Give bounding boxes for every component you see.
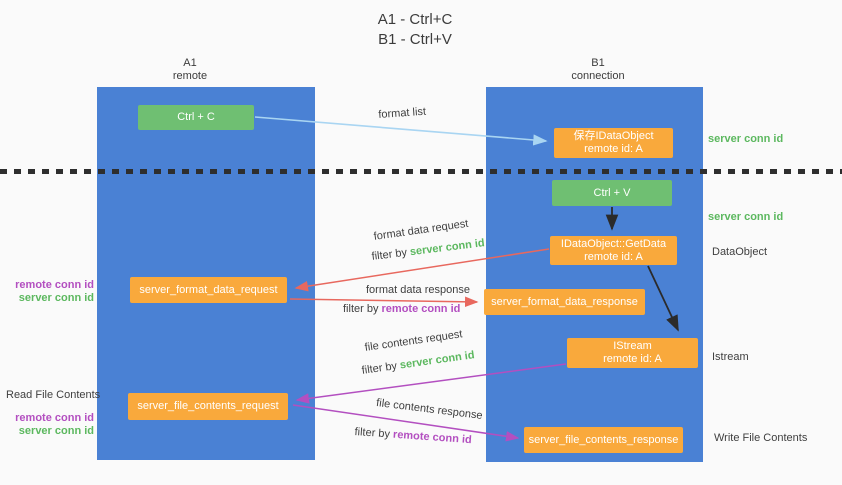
file-request-label: server_file_contents_request bbox=[137, 400, 279, 412]
file-filter-response-prefix: filter by bbox=[354, 426, 394, 441]
istream-node: IStream remote id: A bbox=[567, 338, 698, 368]
getdata-line1: IDataObject::GetData bbox=[560, 237, 667, 250]
format-filter-request-label: filter by server conn id bbox=[371, 237, 485, 263]
idataobject-getdata-node: IDataObject::GetData remote id: A bbox=[550, 236, 677, 265]
a1-name: A1 bbox=[183, 57, 197, 69]
format-filter-request-highlight: server conn id bbox=[409, 237, 486, 259]
file-contents-response-label: file contents response bbox=[375, 397, 484, 422]
dataobject-label: DataObject bbox=[712, 246, 768, 258]
a1-subtitle: remote bbox=[172, 70, 208, 82]
format-list-label: format list bbox=[378, 105, 427, 121]
file-filter-response-label: filter by remote conn id bbox=[354, 426, 472, 446]
ctrl-c-label: Ctrl + C bbox=[177, 111, 215, 123]
left-remote-conn-id-2: remote conn id bbox=[15, 412, 94, 424]
ctrl-c-node: Ctrl + C bbox=[138, 105, 254, 130]
b1-column-header: B1 connection bbox=[538, 57, 658, 83]
title-line-ctrl-c: A1 - Ctrl+C bbox=[377, 11, 453, 28]
istream-side-label: Istream bbox=[712, 351, 749, 363]
ctrl-v-node: Ctrl + V bbox=[552, 180, 672, 206]
format-request-label: server_format_data_request bbox=[139, 283, 278, 296]
format-response-label: server_format_data_response bbox=[491, 295, 638, 308]
format-filter-response-label: filter by remote conn id bbox=[343, 303, 460, 315]
server-format-data-response-node: server_format_data_response bbox=[484, 289, 645, 315]
istream-line2: remote id: A bbox=[603, 353, 662, 365]
server-file-contents-request-node: server_file_contents_request bbox=[128, 393, 288, 420]
istream-line1: IStream bbox=[613, 340, 652, 352]
format-filter-response-highlight: remote conn id bbox=[381, 303, 461, 315]
format-data-response-arrow bbox=[289, 296, 479, 308]
left-conn-id-stack-2: remote conn id server conn id bbox=[0, 412, 94, 438]
server-file-contents-response-node: server_file_contents_response bbox=[524, 427, 683, 453]
getdata-line2: remote id: A bbox=[584, 250, 643, 263]
a1-column-header: A1 remote bbox=[130, 57, 250, 83]
b1-name: B1 bbox=[591, 57, 605, 69]
save-idataobject-line2: remote id: A bbox=[584, 143, 643, 155]
read-file-contents-label: Read File Contents bbox=[6, 389, 101, 401]
ctrl-v-label: Ctrl + V bbox=[593, 186, 631, 199]
session-separator-dotted-line bbox=[0, 169, 842, 174]
format-data-response-label: format data response bbox=[366, 284, 470, 296]
save-idataobject-node: 保存IDataObject remote id: A bbox=[554, 128, 673, 158]
format-filter-response-prefix: filter by bbox=[343, 303, 382, 315]
file-response-label: server_file_contents_response bbox=[528, 433, 679, 446]
file-contents-request-label: file contents request bbox=[364, 328, 464, 354]
left-server-conn-id-2: server conn id bbox=[18, 425, 94, 437]
file-filter-request-highlight: server conn id bbox=[399, 349, 476, 372]
title-line-ctrl-v: B1 - Ctrl+V bbox=[378, 31, 452, 48]
server-conn-id-mid-right-label: server conn id bbox=[708, 211, 784, 223]
left-server-conn-id-1: server conn id bbox=[18, 292, 94, 304]
save-idataobject-line1: 保存IDataObject bbox=[573, 130, 654, 142]
left-conn-id-stack-1: remote conn id server conn id bbox=[0, 279, 94, 305]
diagram-title: A1 - Ctrl+C B1 - Ctrl+V bbox=[320, 10, 510, 50]
file-filter-response-highlight: remote conn id bbox=[392, 428, 473, 447]
file-filter-request-prefix: filter by bbox=[361, 359, 401, 377]
write-file-contents-label: Write File Contents bbox=[714, 432, 808, 444]
b1-subtitle: connection bbox=[571, 70, 625, 82]
format-filter-request-prefix: filter by bbox=[371, 246, 411, 263]
left-remote-conn-id-1: remote conn id bbox=[15, 279, 94, 291]
format-data-request-label: format data request bbox=[373, 217, 470, 243]
server-conn-id-top-right-label: server conn id bbox=[708, 133, 784, 145]
server-format-data-request-node: server_format_data_request bbox=[130, 277, 287, 303]
file-filter-request-label: filter by server conn id bbox=[361, 349, 475, 377]
